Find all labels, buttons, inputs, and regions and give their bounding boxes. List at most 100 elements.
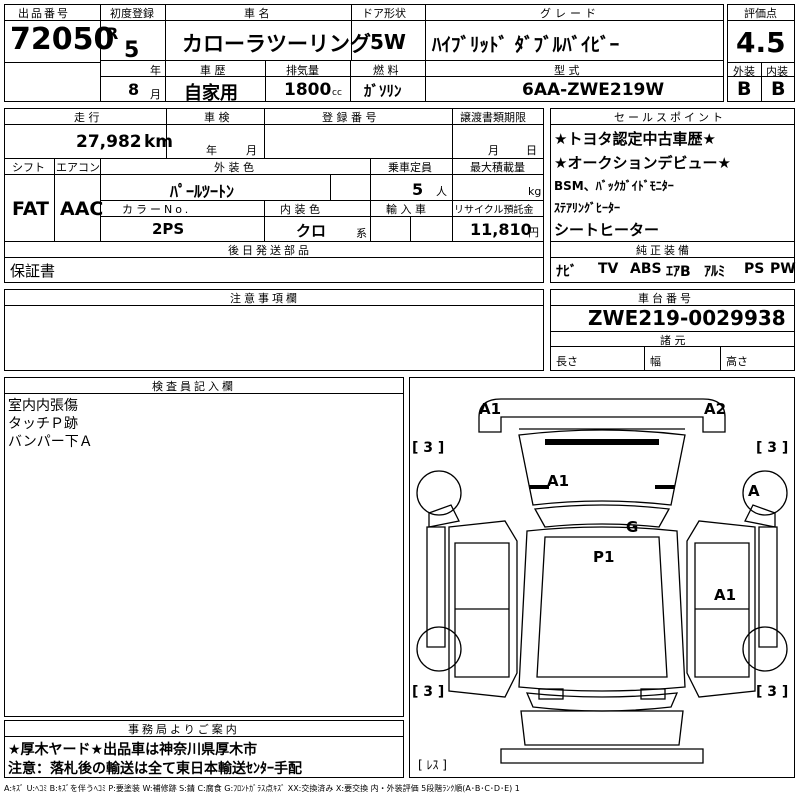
capacity-label: 乗車定員 [388, 161, 432, 174]
era: R [106, 24, 119, 43]
legend: A:ｷｽﾞ U:ﾍｺﾐ B:ｷｽﾞを伴うﾍｺﾐ P:要塗装 W:補修跡 S:錆 … [4, 784, 520, 793]
int-color-label: 内 装 色 [280, 203, 320, 216]
equipment-pw: PW [770, 261, 796, 277]
fuel-label: 燃 料 [373, 64, 399, 77]
office-block [4, 720, 404, 778]
equipment-tv: TV [598, 261, 619, 277]
exterior-label: 外装 [733, 65, 755, 78]
max-load-label: 最大積載量 [470, 161, 525, 174]
damage-mark-right-door: A1 [714, 586, 737, 604]
tire-mark-front-right: [ 3 ] [756, 440, 789, 456]
recycle-unit: 円 [528, 226, 539, 239]
transfer-day-unit: 日 [526, 144, 537, 157]
grade-label: グレード [540, 7, 600, 20]
model-code: 6AA-ZWE219W [522, 80, 665, 100]
door-type: 5W [370, 30, 406, 54]
equipment-alloy: ｱﾙﾐ [704, 264, 725, 280]
recycle-label: リサイクル預託金 [454, 205, 534, 216]
office-note-2: 注意：落札後の輸送は全て東日本輸送ｾﾝﾀｰ手配 [8, 761, 302, 777]
damage-mark-front-left: A1 [479, 400, 502, 418]
equipment-airbag: ｴｱB [666, 264, 691, 280]
chassis-block [550, 289, 795, 371]
displacement-unit: cc [332, 88, 342, 98]
sales-point-5: シートヒーター [554, 221, 660, 239]
dimensions-label: 諸 元 [660, 334, 686, 347]
tire-mark-rear-right: [ 3 ] [756, 684, 789, 700]
sales-point-3: BSM、ﾊﾞｯｸｶﾞｲﾄﾞﾓﾆﾀｰ [554, 179, 674, 193]
overall-score: 4.5 [736, 26, 786, 59]
mileage: 27,982 [76, 132, 142, 152]
tire-mark-rear-left: [ 3 ] [412, 684, 445, 700]
max-load-unit: kg [528, 185, 542, 198]
sales-points-block [550, 108, 795, 283]
exterior-grade: B [737, 78, 752, 100]
details-block [4, 108, 544, 242]
damage-mark-roof: P1 [593, 548, 615, 566]
year-unit: 年 [150, 64, 161, 77]
door-label: ドア形状 [362, 7, 406, 20]
chassis-number: ZWE219-0029938 [588, 306, 786, 330]
car-outline-diagram [416, 398, 788, 764]
inspector-block [4, 377, 404, 717]
registration-month: 8 [128, 80, 140, 99]
vehicle-info-block [4, 4, 724, 102]
lot-label: 出品番号 [18, 7, 70, 20]
inspector-note-1: 室内内張傷 [8, 398, 78, 414]
inspection-month-unit: 月 [246, 144, 257, 157]
notes-label: 注意事項欄 [230, 292, 300, 305]
mileage-label: 走 行 [74, 111, 100, 124]
shift: FAT [12, 198, 49, 220]
sales-point-1: ★トヨタ認定中古車歴★ [554, 130, 716, 148]
car-name-label: 車 名 [244, 7, 270, 20]
car-diagram-block [409, 377, 795, 778]
transfer-month-unit: 月 [488, 144, 499, 157]
spare-tire-mark: [ ﾚｽ ] [418, 758, 447, 772]
damage-mark-front-right: A2 [704, 400, 727, 418]
later-parts-block [4, 241, 544, 283]
interior-label: 内装 [766, 65, 788, 78]
transfer-deadline-label: 譲渡書類期限 [460, 111, 526, 124]
sales-point-4: ｽﾃｱﾘﾝｸﾞﾋｰﾀｰ [554, 201, 621, 215]
color-no-label: カラーNo. [122, 203, 192, 216]
interior-grade: B [771, 78, 786, 100]
mileage-unit: km [144, 132, 174, 152]
aircon: AAC [60, 198, 104, 220]
reg-number-label: 登 録 番 号 [322, 111, 377, 124]
later-parts-label: 後日発送部品 [228, 244, 312, 257]
car-name: カローラツーリング [182, 32, 371, 56]
inspection-year-unit: 年 [206, 144, 217, 157]
tire-mark-front-left: [ 3 ] [412, 440, 445, 456]
width-label: 幅 [650, 355, 661, 368]
inspector-note-3: バンパー下Ａ [8, 434, 93, 450]
capacity-unit: 人 [436, 185, 447, 198]
later-parts-value: 保証書 [10, 262, 56, 280]
lot-number: 72050 [10, 22, 115, 57]
equipment-abs: ABS [630, 261, 662, 277]
registration-year: 5 [124, 38, 140, 63]
height-label: 高さ [726, 355, 748, 368]
equipment-ps: PS [744, 261, 765, 277]
fuel: ｶﾞｿﾘﾝ [364, 82, 402, 100]
ext-color-label: 外 装 色 [214, 161, 254, 174]
notes-block [4, 289, 544, 371]
chassis-label: 車台番号 [638, 292, 694, 305]
damage-mark-right-fender: A [748, 482, 760, 500]
int-color: クロ [296, 222, 327, 240]
month-unit: 月 [150, 88, 161, 101]
sales-point-2: ★オークションデビュー★ [554, 154, 731, 172]
inspector-label: 検査員記入欄 [152, 380, 236, 393]
color-no: 2PS [152, 220, 185, 238]
equipment-label: 純正装備 [636, 244, 692, 257]
length-label: 長さ [556, 355, 578, 368]
office-label: 事務局よりご案内 [128, 723, 240, 736]
score-label: 評価点 [744, 7, 777, 20]
grade: ﾊｲﾌﾞﾘｯﾄﾞ ﾀﾞﾌﾞﾙﾊﾞｲﾋﾞｰ [432, 34, 620, 56]
equipment-navi: ﾅﾋﾞ [556, 264, 577, 280]
recycle-fee: 11,810 [470, 220, 532, 239]
damage-mark-bonnet: A1 [547, 472, 570, 490]
sales-points-label: セールスポイント [614, 111, 726, 124]
aircon-label: エアコン [56, 161, 100, 174]
first-registration-label: 初度登録 [110, 7, 154, 20]
displacement: 1800 [284, 80, 332, 100]
